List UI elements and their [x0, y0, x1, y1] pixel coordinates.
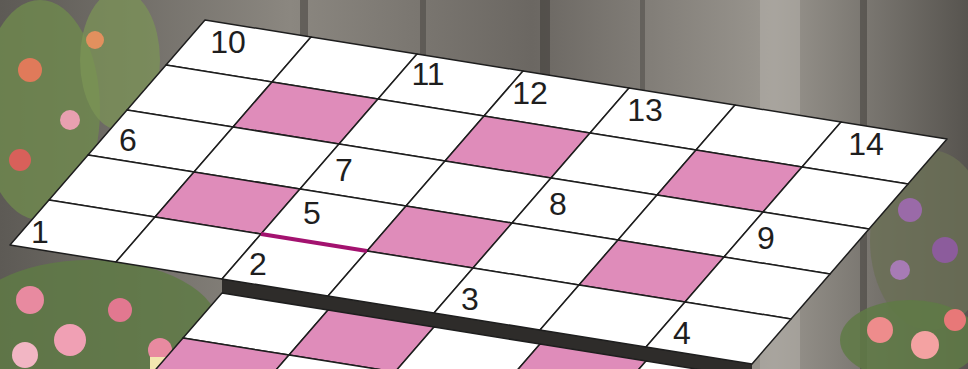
blank-cell: [607, 361, 752, 369]
shaded-cell: [144, 338, 289, 369]
clue-number: 14: [848, 128, 884, 160]
clue-number: 13: [627, 94, 663, 126]
clue-number: 6: [119, 124, 137, 156]
clue-number: 2: [249, 248, 267, 280]
clue-number: 7: [335, 154, 353, 186]
bar-mark: [261, 234, 367, 251]
clue-number: 12: [512, 77, 548, 109]
clue-number: 3: [461, 283, 479, 315]
clue-number: 5: [303, 197, 321, 229]
clue-number: 10: [210, 26, 246, 58]
clue-number: 4: [673, 317, 691, 349]
shaded-cell: [501, 344, 646, 369]
clue-number: 1: [31, 216, 49, 248]
clue-number: 9: [757, 222, 775, 254]
grid-cells: [10, 20, 947, 369]
blank-cell: [395, 327, 540, 369]
blank-cell: [250, 355, 395, 369]
clue-number: 8: [549, 188, 567, 220]
clue-number: 11: [411, 58, 444, 90]
blank-cell: [646, 302, 791, 364]
